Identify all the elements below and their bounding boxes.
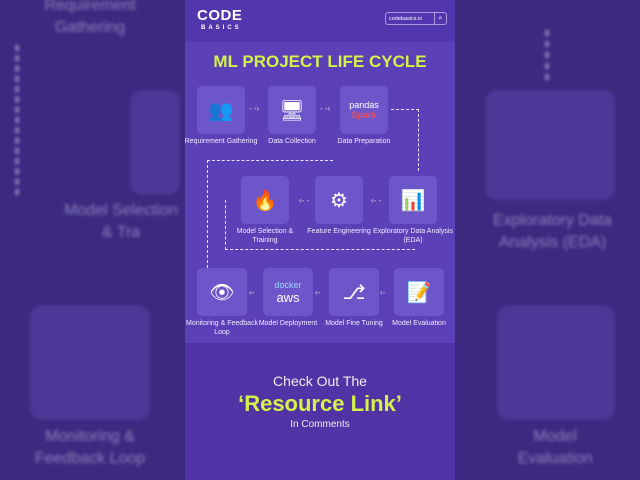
- search-box[interactable]: codebasics.io ⌕: [385, 12, 447, 25]
- page-title: ML PROJECT LIFE CYCLE: [213, 52, 427, 71]
- connector-line: [225, 200, 415, 250]
- pandas-logo: pandas: [349, 100, 379, 110]
- spark-logo: Spark: [351, 110, 377, 120]
- bg-card: [485, 90, 615, 200]
- analytics-monitor-icon: 📊: [389, 176, 437, 224]
- step-label: Model Deployment: [258, 320, 318, 327]
- cta-line-2: ‘Resource Link’: [238, 391, 402, 416]
- bg-connector: [15, 45, 19, 195]
- arrow-left-icon: ‹-: [315, 288, 321, 297]
- bg-card: [130, 90, 180, 195]
- step-label: Model Fine Tuning: [325, 320, 383, 327]
- arrow-right-icon: - -›: [320, 104, 331, 113]
- cta-section: Check Out The ‘Resource Link’ In Comment…: [185, 343, 455, 480]
- logo-subtext: BASICS: [201, 25, 242, 31]
- bg-connector: [545, 30, 549, 80]
- tensorflow-pytorch-sklearn-icon: 🔥: [241, 176, 289, 224]
- step-label: Model Evaluation: [392, 320, 446, 327]
- search-text: codebasics.io: [389, 16, 423, 22]
- bg-card: [497, 305, 615, 420]
- arrow-left-icon: ‹- -: [299, 196, 310, 205]
- requirement-gathering-icon: 👥: [197, 86, 245, 134]
- arrow-right-icon: - -›: [249, 104, 260, 113]
- document-pen-icon: 📝: [394, 268, 444, 316]
- search-icon[interactable]: ⌕: [434, 13, 446, 24]
- python-monitor-icon: 🖥: [268, 86, 316, 134]
- aws-logo: aws: [276, 289, 300, 305]
- cta-line-3: In Comments: [290, 419, 350, 430]
- gears-icon: ⚙: [315, 176, 363, 224]
- bg-label: Model Evaluation: [517, 428, 593, 467]
- arrow-left-icon: ‹-: [380, 288, 386, 297]
- step-label: Model Selection & Training: [236, 228, 294, 244]
- docker-logo: docker: [274, 279, 302, 290]
- step-label: Data Preparation: [337, 138, 391, 145]
- step-label: Exploratory Data Analysis (EDA): [373, 228, 453, 244]
- connector-line: [391, 109, 419, 171]
- arrow-left-icon: ‹- -: [371, 196, 382, 205]
- cta-line-1: Check Out The: [273, 373, 367, 389]
- bg-card: [30, 305, 150, 420]
- step-label: Monitoring & Feedback Loop: [186, 320, 258, 336]
- logo-text: CODE: [197, 7, 243, 24]
- eye-monitor-icon: 👁: [197, 268, 247, 316]
- connector-line: [207, 160, 333, 268]
- step-label: Data Collection: [268, 138, 316, 145]
- bg-label: Monitoring & Feedback Loop: [34, 428, 146, 467]
- step-label: Feature Engineering: [307, 228, 371, 235]
- arrow-left-icon: ‹-: [249, 288, 255, 297]
- flowchart-icon: ⎇: [329, 268, 379, 316]
- bg-label: Requirement Gathering: [44, 0, 136, 36]
- bg-label: Exploratory Data Analysis (EDA): [492, 212, 613, 251]
- step-label: Requirement Gathering: [184, 138, 258, 145]
- bg-label: Model Selection & Tra: [64, 202, 178, 241]
